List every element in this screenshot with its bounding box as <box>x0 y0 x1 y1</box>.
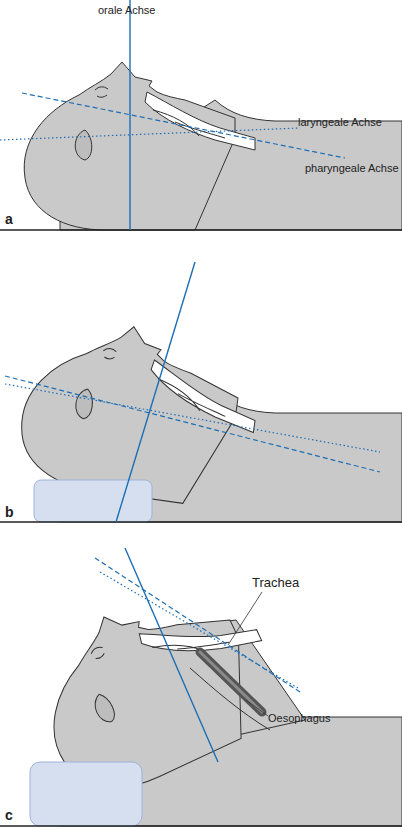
oesophagus-line <box>190 668 270 730</box>
pillow-shape <box>30 762 142 826</box>
leader-line <box>246 700 268 716</box>
laryngeal-axis <box>5 384 380 452</box>
ground-line <box>0 825 402 827</box>
oral-axis <box>116 262 195 522</box>
axis-label: orale Achse <box>98 4 155 16</box>
pharyngeal-axis <box>22 93 345 158</box>
pharyngeal-axis <box>5 376 380 472</box>
axis-label: pharyngeale Achse <box>305 162 399 174</box>
oral-axis <box>129 0 130 230</box>
axis-label: laryngeale Achse <box>298 116 382 128</box>
part-label: Oesophagus <box>268 712 330 724</box>
ground-line <box>0 229 402 231</box>
oral-axis <box>125 548 218 762</box>
part-label: Trachea <box>252 576 299 590</box>
panel-letter: a <box>5 212 13 227</box>
ground-line <box>0 521 402 523</box>
pillow-shape <box>34 480 152 522</box>
leader-line <box>228 592 262 645</box>
panel-letter: b <box>5 505 14 520</box>
panel-letter: c <box>5 808 13 823</box>
laryngeal-axis <box>0 128 300 140</box>
head-shape <box>24 62 255 230</box>
pharyngeal-axis <box>95 558 300 692</box>
